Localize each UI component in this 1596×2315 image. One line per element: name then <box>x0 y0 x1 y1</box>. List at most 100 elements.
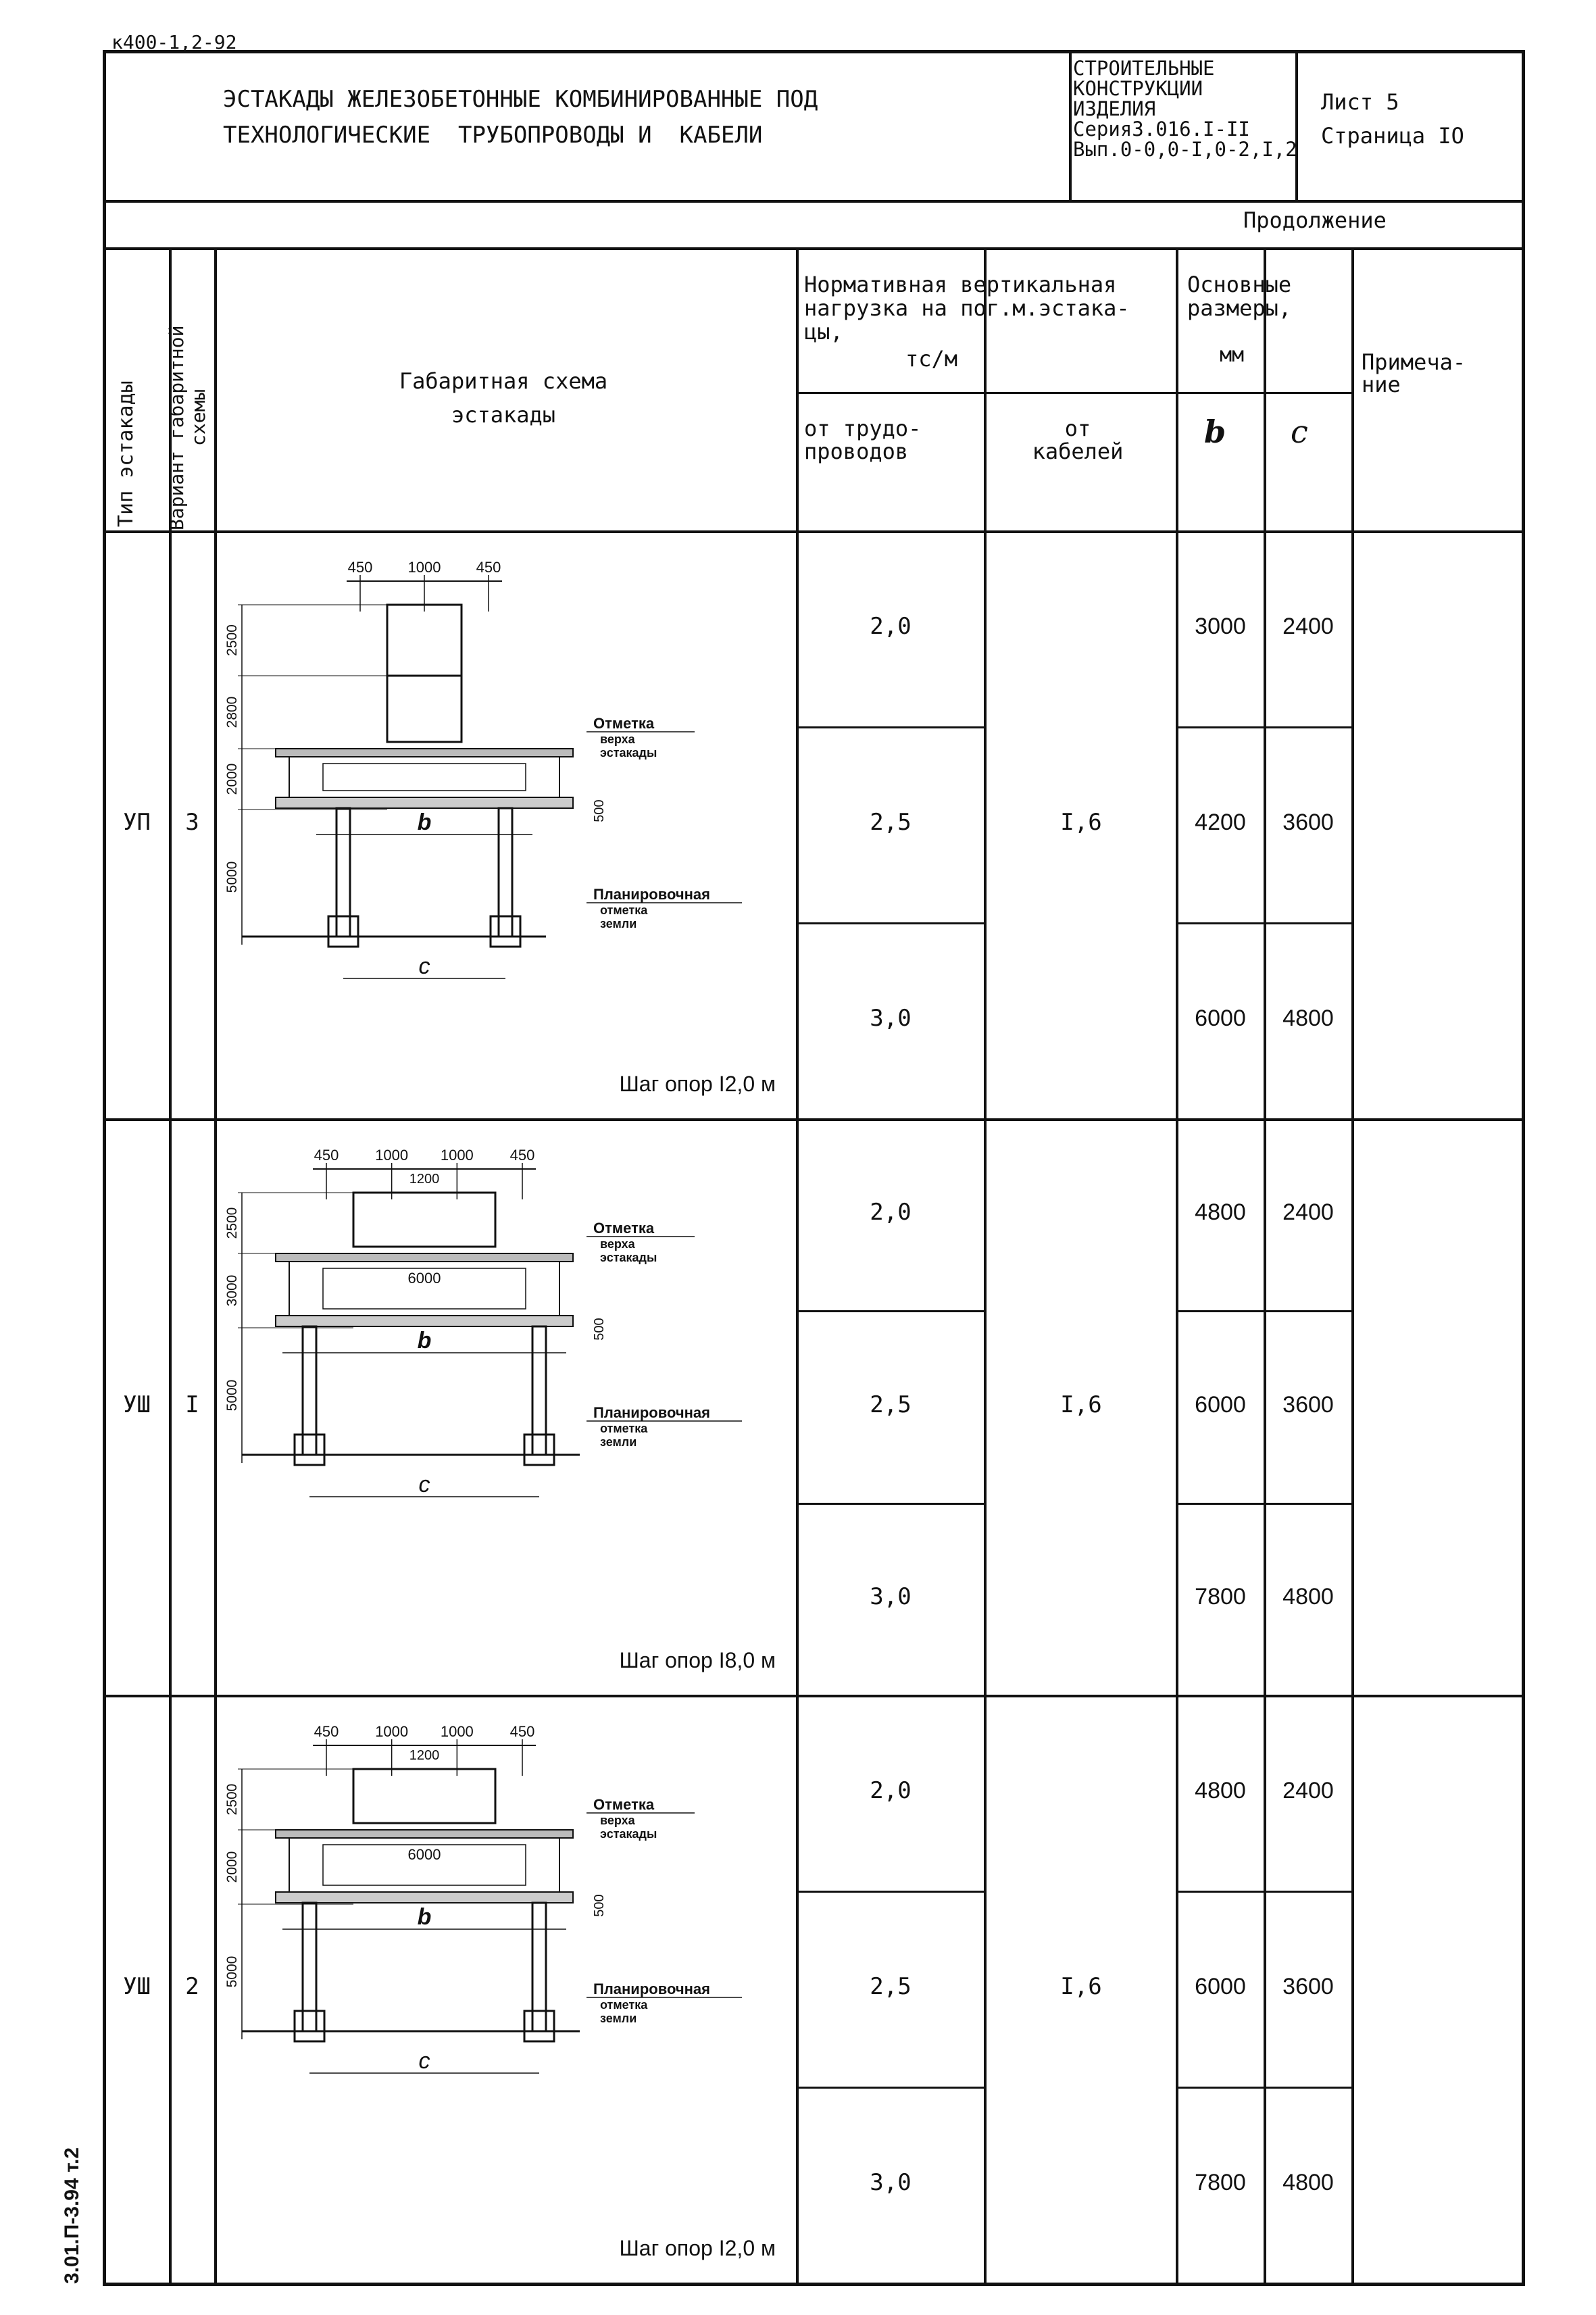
label-ground-mark: Планировочная <box>593 886 710 903</box>
foundation <box>327 915 359 948</box>
type-cell: УШ <box>123 1973 151 2000</box>
rule-line <box>103 530 1522 533</box>
document-code: к400-1,2-92 <box>111 31 237 53</box>
top-dimension: 450 <box>510 1147 535 1164</box>
left-dimension: 2500 <box>224 1784 240 1816</box>
cable-load-cell: I,6 <box>1060 809 1102 836</box>
label-top-mark: верха <box>600 1237 636 1251</box>
support-step: Шаг опор I8,0 м <box>619 1648 776 1672</box>
header-load-2: нагрузка на пог.м.эстака- <box>804 295 1130 321</box>
left-dimension: 2800 <box>224 697 240 728</box>
top-dimension: 1000 <box>375 1723 408 1740</box>
right-dimension: 500 <box>592 1318 607 1340</box>
header-load-3: цы, <box>804 319 843 345</box>
row-divider <box>1176 2087 1351 2089</box>
pipe-load-cell: 2,5 <box>870 809 912 836</box>
cable-load-cell: I,6 <box>1060 1391 1102 1418</box>
label-top-mark: Отметка <box>593 1220 655 1237</box>
left-dimension: 2000 <box>224 764 240 795</box>
rule-line <box>214 247 217 2283</box>
variant-cell: I <box>185 1391 199 1418</box>
label-ground-mark: земли <box>600 917 637 930</box>
c-label: c <box>419 953 430 979</box>
rule-line <box>796 392 1176 394</box>
left-dimension: 5000 <box>224 1380 240 1412</box>
type-cell: УШ <box>123 1391 151 1418</box>
support-step: Шаг опор I2,0 м <box>619 1072 776 1096</box>
right-dimension: 500 <box>592 799 607 822</box>
series-line-1: СТРОИТЕЛЬНЫЕ <box>1073 57 1215 80</box>
label-ground-mark: земли <box>600 1435 637 1449</box>
dim-c-cell: 2400 <box>1282 1199 1334 1226</box>
header-load-1: Нормативная вертикальная <box>804 272 1117 297</box>
header-dims-unit: мм <box>1220 343 1245 367</box>
dim-c-cell: 2400 <box>1282 614 1334 639</box>
label-top-mark: верха <box>600 1814 636 1827</box>
row-divider <box>1176 922 1351 924</box>
row-divider <box>796 1503 984 1505</box>
row-divider <box>796 1310 984 1312</box>
foundation <box>293 2010 326 2043</box>
dim-b-cell: 6000 <box>1195 1005 1246 1031</box>
b-label: b <box>418 810 432 835</box>
dim-b-cell: 6000 <box>1195 1391 1246 1418</box>
rule-line <box>1264 247 1266 2283</box>
top-dimension: 450 <box>314 1723 339 1740</box>
top-dimension: 450 <box>314 1147 339 1164</box>
dim-c-cell: 2400 <box>1282 1778 1334 1803</box>
foundation <box>523 1433 555 1466</box>
row-divider <box>1176 1503 1351 1505</box>
title-line-1: ЭСТАКАДЫ ЖЕЛЕЗОБЕТОННЫЕ КОМБИНИРОВАННЫЕ … <box>223 86 818 113</box>
girder <box>275 1891 574 1903</box>
dim-c-cell: 4800 <box>1282 2170 1334 2195</box>
row-divider <box>796 922 984 924</box>
c-label: c <box>419 1472 430 1497</box>
foundation <box>523 2010 555 2043</box>
outer-border-left <box>103 50 106 2286</box>
outer-border-top <box>103 50 1522 53</box>
rule-line <box>1295 50 1298 200</box>
label-top-mark: верха <box>600 732 636 746</box>
beam-dimension: 6000 <box>408 1846 441 1863</box>
left-dimension: 5000 <box>224 862 240 893</box>
header-dims-2: размеры, <box>1187 295 1292 321</box>
label-top-mark: эстакады <box>600 1827 657 1841</box>
rule-line <box>169 247 172 2283</box>
header-variant-2: схемы <box>187 389 209 446</box>
upper-deck <box>275 1253 574 1262</box>
cross-beam <box>289 756 560 798</box>
rule-line <box>103 1118 1522 1121</box>
page-number: Страница IO <box>1321 123 1464 149</box>
label-ground-mark: отметка <box>600 903 648 917</box>
rule-line <box>1351 247 1354 2283</box>
label-top-mark: Отметка <box>593 1796 655 1813</box>
row-divider <box>796 2087 984 2089</box>
rule-line <box>103 247 1522 250</box>
label-ground-mark: отметка <box>600 1998 648 2012</box>
label-ground-mark: Планировочная <box>593 1981 710 1997</box>
series-line-2: КОНСТРУКЦИИ <box>1073 77 1203 100</box>
rule-line <box>103 1695 1522 1697</box>
c-label: c <box>419 2048 430 2074</box>
rule-line <box>1176 247 1178 2283</box>
outer-border-bottom <box>103 2283 1522 2286</box>
pipe-load-cell: 2,0 <box>870 1199 912 1226</box>
variant-cell: 2 <box>185 1973 199 2000</box>
pipe-rack <box>352 1191 497 1248</box>
top-dimension: 1000 <box>408 559 441 576</box>
label-top-mark: эстакады <box>600 1251 657 1264</box>
pipe-load-cell: 3,0 <box>870 1583 912 1610</box>
header-from-cables-1: от <box>1064 416 1091 441</box>
sheet-number: Лист 5 <box>1321 89 1399 115</box>
b-label: b <box>418 1904 432 1930</box>
row-divider <box>796 1891 984 1893</box>
header-from-pipes-2: проводов <box>804 439 909 464</box>
pipe-load-cell: 2,0 <box>870 613 912 640</box>
label-top-mark: Отметка <box>593 715 655 732</box>
pipe-load-cell: 3,0 <box>870 2169 912 2196</box>
header-dims-1: Основные <box>1187 272 1292 297</box>
beam-dimension: 6000 <box>408 1270 441 1287</box>
